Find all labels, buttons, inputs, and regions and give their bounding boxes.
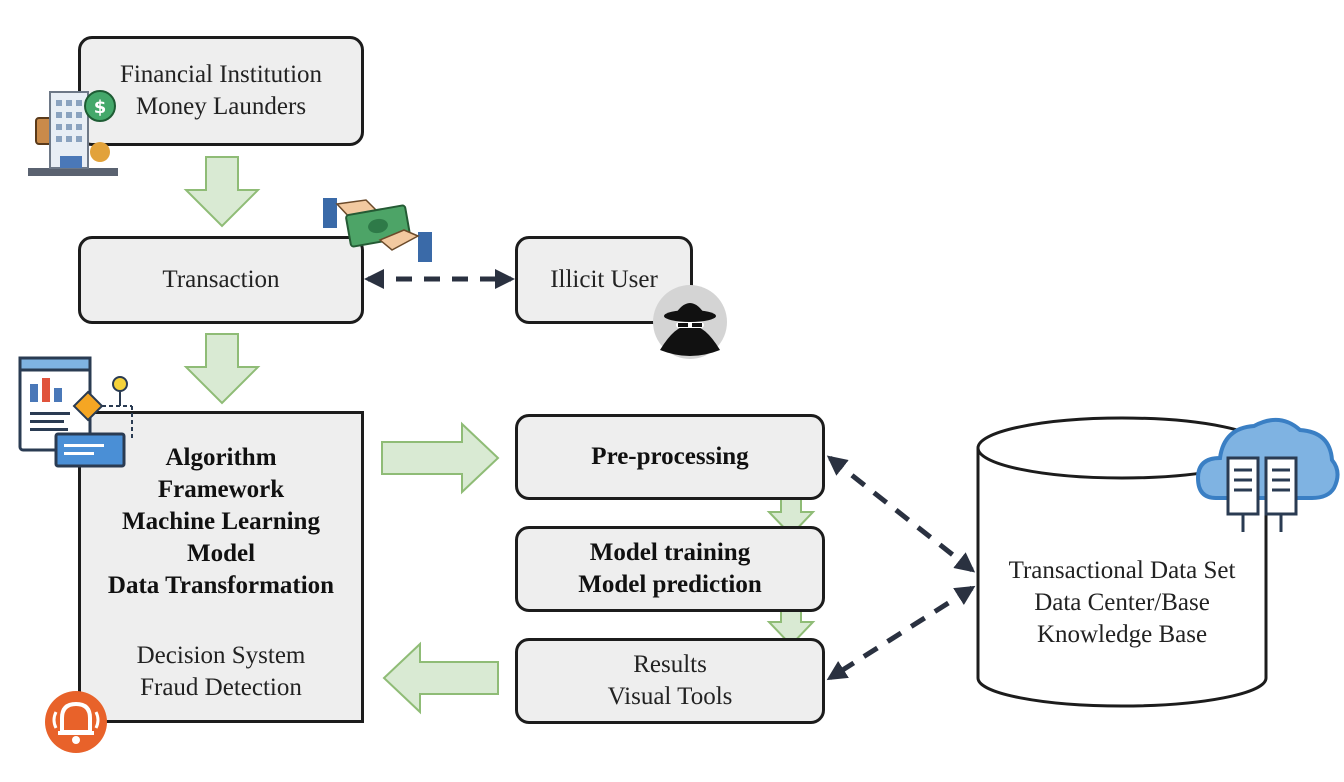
visual-tools-line: Visual Tools [607, 683, 733, 710]
preprocessing-label: Pre-processing [591, 443, 749, 470]
database-cylinder [976, 416, 1268, 708]
arrow-transaction-to-algorithm [183, 333, 261, 405]
transaction-label: Transaction [162, 266, 280, 293]
results-line: Results [633, 651, 707, 678]
illicit-user-box: Illicit User [515, 236, 693, 324]
dashed-preprocessing-database [826, 455, 976, 573]
database-line-3: Knowledge Base [1036, 621, 1208, 648]
database-line-2: Data Center/Base [1034, 589, 1210, 616]
financial-line-2: Money Launders [135, 93, 307, 120]
model-training-line: Model training [589, 539, 751, 566]
algorithm-box: Algorithm Framework Machine Learning Mod… [78, 411, 364, 723]
algorithm-line-4: Model [186, 540, 256, 567]
algorithm-line-3: Machine Learning [122, 508, 320, 535]
algorithm-line-5: Data Transformation [107, 572, 335, 599]
financial-institution-box: Financial Institution Money Launders [78, 36, 364, 146]
illicit-user-label: Illicit User [550, 266, 658, 293]
preprocessing-box: Pre-processing [515, 414, 825, 500]
algorithm-line-1: Algorithm [165, 444, 277, 471]
arrow-algorithm-to-preprocessing [381, 421, 500, 495]
decision-system-line: Decision System [136, 642, 306, 669]
financial-line-1: Financial Institution [119, 61, 323, 88]
arrow-financial-to-transaction [183, 156, 261, 228]
algorithm-line-2: Framework [157, 476, 285, 503]
results-box: Results Visual Tools [515, 638, 825, 724]
model-box: Model training Model prediction [515, 526, 825, 612]
model-prediction-line: Model prediction [578, 571, 762, 598]
dashed-database-results [826, 585, 976, 681]
transaction-box: Transaction [78, 236, 364, 324]
database-label: Transactional Data Set Data Center/Base … [978, 555, 1266, 651]
database-line-1: Transactional Data Set [1008, 557, 1236, 584]
fraud-detection-line: Fraud Detection [140, 674, 302, 701]
arrow-results-to-algorithm [382, 641, 499, 715]
